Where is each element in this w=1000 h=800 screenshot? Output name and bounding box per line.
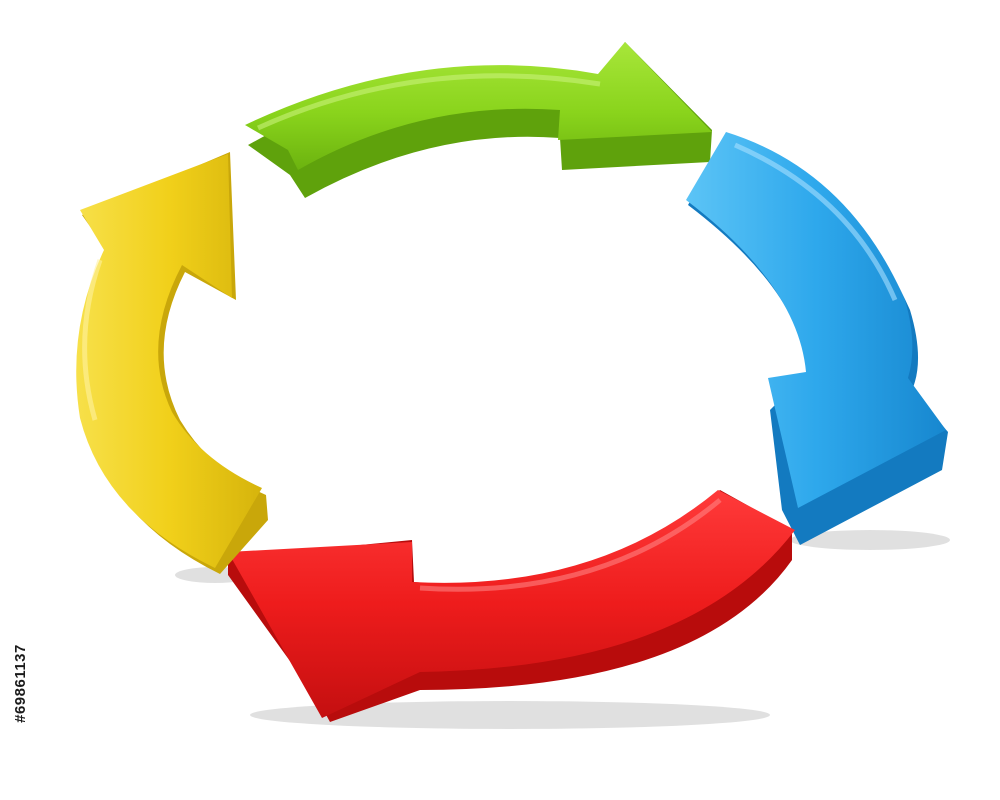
arrow-shadows — [175, 530, 950, 729]
yellow-arrow — [76, 152, 269, 574]
red-arrow — [228, 490, 795, 722]
stock-id-label: #69861137 — [8, 578, 32, 788]
green-arrow — [245, 42, 712, 198]
blue-arrow — [686, 132, 948, 545]
stock-id-text: #69861137 — [11, 643, 29, 723]
